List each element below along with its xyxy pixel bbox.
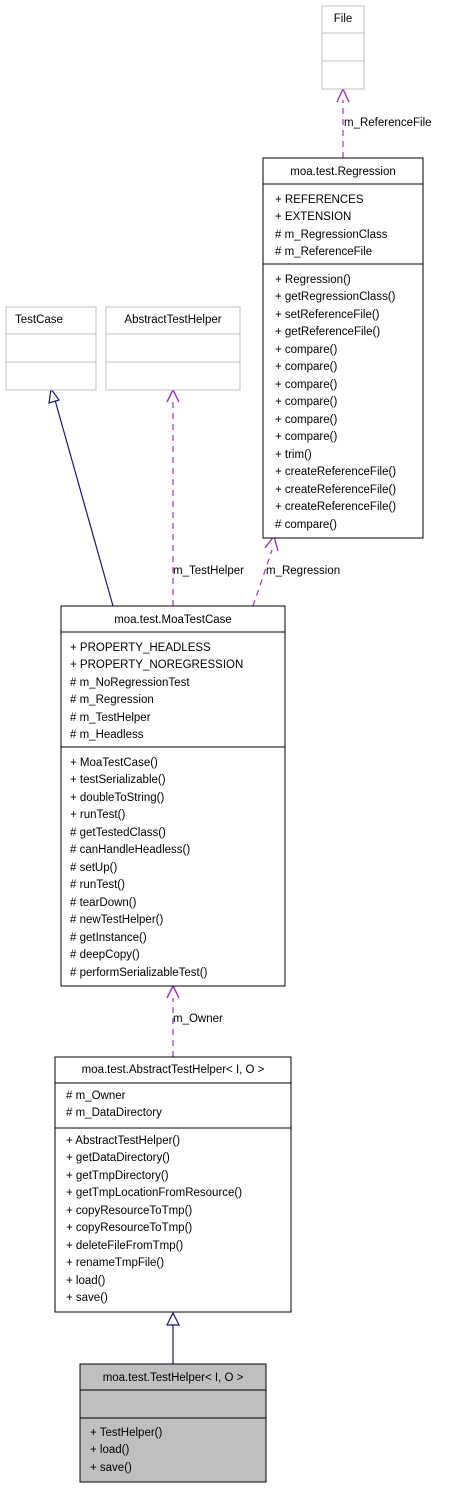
class-moatestcase[interactable]: moa.test.MoaTestCase + PROPERTY_HEADLESS… — [60, 605, 286, 987]
method: # runTest() — [70, 879, 125, 891]
edge-owner: m_Owner — [166, 984, 223, 1057]
method: + trim() — [275, 449, 312, 461]
method: + compare() — [275, 344, 337, 356]
method: + getDataDirectory() — [66, 1152, 170, 1164]
class-name: AbstractTestHelper — [124, 314, 221, 326]
class-name: TestCase — [15, 314, 63, 326]
method: + getTmpDirectory() — [66, 1170, 169, 1182]
method: + compare() — [275, 414, 337, 426]
method: # tearDown() — [70, 897, 137, 909]
method: # getInstance() — [70, 932, 147, 944]
edge-regression-field: m_Regression — [252, 534, 340, 607]
class-abstracttesthelper[interactable]: moa.test.AbstractTestHelper< I, O > # m_… — [54, 1056, 292, 1313]
method: + createReferenceFile() — [275, 501, 396, 513]
attribute: # m_Owner — [66, 1090, 126, 1102]
method: + renameTmpFile() — [66, 1257, 164, 1269]
class-abstracttesthelper-external[interactable]: AbstractTestHelper — [105, 306, 241, 391]
method: + load() — [90, 1444, 129, 1456]
edge-file: m_ReferenceFile — [336, 87, 432, 158]
attribute: # m_RegressionClass — [275, 229, 388, 241]
method: # deepCopy() — [70, 949, 140, 961]
method: + setReferenceFile() — [275, 309, 380, 321]
method: # canHandleHeadless() — [70, 844, 190, 856]
method: + MoaTestCase() — [70, 757, 158, 769]
method: + doubleToString() — [70, 792, 164, 804]
edge-abstracthelper — [166, 1311, 180, 1364]
class-name: moa.test.Regression — [290, 166, 395, 178]
edge-label: m_Owner — [173, 1013, 223, 1025]
class-file[interactable]: File — [321, 5, 365, 90]
method: + AbstractTestHelper() — [66, 1135, 180, 1147]
edge-testcase — [48, 387, 114, 607]
attribute: # m_TestHelper — [70, 712, 151, 724]
method: + compare() — [275, 431, 337, 443]
method: + load() — [66, 1275, 105, 1287]
method: # getTestedClass() — [70, 827, 166, 839]
attribute: # m_DataDirectory — [66, 1107, 162, 1119]
method: # setUp() — [70, 862, 117, 874]
attribute: + EXTENSION — [275, 211, 351, 223]
method: + compare() — [275, 361, 337, 373]
method: + copyResourceToTmp() — [66, 1205, 192, 1217]
method: + compare() — [275, 396, 337, 408]
edge-label: m_ReferenceFile — [344, 117, 432, 129]
method: + TestHelper() — [90, 1427, 163, 1439]
method: + runTest() — [70, 809, 125, 821]
class-name: moa.test.TestHelper< I, O > — [103, 1372, 244, 1384]
method: + getRegressionClass() — [275, 291, 396, 303]
attribute: + PROPERTY_HEADLESS — [70, 642, 211, 654]
method: + save() — [66, 1292, 108, 1304]
edge-testhelper-field: m_TestHelper — [166, 388, 244, 606]
class-regression[interactable]: moa.test.Regression + REFERENCES + EXTEN… — [262, 157, 424, 539]
class-name: File — [334, 13, 353, 25]
class-testhelper[interactable]: moa.test.TestHelper< I, O > + TestHelper… — [79, 1363, 267, 1483]
method: + compare() — [275, 379, 337, 391]
method: + deleteFileFromTmp() — [66, 1240, 183, 1252]
attribute: # m_NoRegressionTest — [70, 677, 190, 689]
class-name: moa.test.MoaTestCase — [114, 614, 232, 626]
method: + copyResourceToTmp() — [66, 1222, 192, 1234]
edge-label: m_TestHelper — [173, 565, 244, 577]
method: + getTmpLocationFromResource() — [66, 1187, 242, 1199]
method: # compare() — [275, 519, 337, 531]
method: + Regression() — [275, 274, 351, 286]
attribute: + PROPERTY_NOREGRESSION — [70, 659, 243, 671]
class-name: moa.test.AbstractTestHelper< I, O > — [82, 1064, 265, 1076]
method: # newTestHelper() — [70, 914, 163, 926]
attribute: # m_ReferenceFile — [275, 246, 372, 258]
method: + save() — [90, 1462, 132, 1474]
method: + getReferenceFile() — [275, 326, 380, 338]
method: # performSerializableTest() — [70, 967, 208, 979]
method: + createReferenceFile() — [275, 466, 396, 478]
method: + createReferenceFile() — [275, 484, 396, 496]
class-testcase[interactable]: TestCase — [5, 306, 97, 391]
edge-label: m_Regression — [266, 565, 340, 577]
attribute: + REFERENCES — [275, 194, 364, 206]
attribute: # m_Regression — [70, 694, 154, 706]
method: + testSerializable() — [70, 774, 166, 786]
attribute: # m_Headless — [70, 729, 144, 741]
